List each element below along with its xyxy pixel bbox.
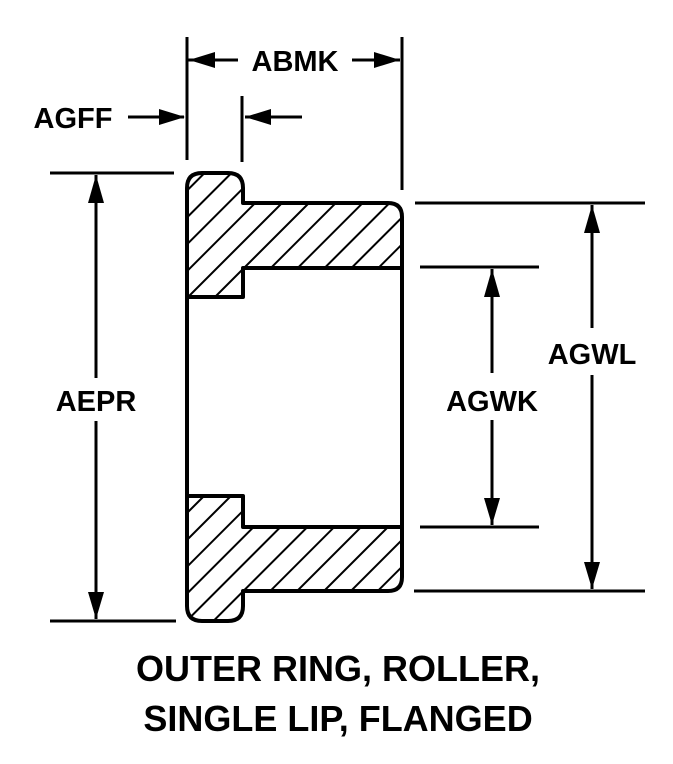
label-agff: AGFF [34,103,113,135]
label-agwk: AGWK [446,386,538,418]
dimension-agwl [414,201,645,593]
caption-line-1: OUTER RING, ROLLER, [136,648,540,689]
caption-line-2: SINGLE LIP, FLANGED [143,698,532,739]
label-agwl: AGWL [548,339,637,371]
dimension-abmk [185,37,404,190]
dimension-agff [128,96,302,162]
dimension-agwk [420,265,539,529]
label-abmk: ABMK [252,46,339,78]
ring-section-top [185,171,404,299]
ring-section-bottom [185,494,404,623]
dimension-aepr [50,171,176,623]
label-aepr: AEPR [56,386,137,418]
